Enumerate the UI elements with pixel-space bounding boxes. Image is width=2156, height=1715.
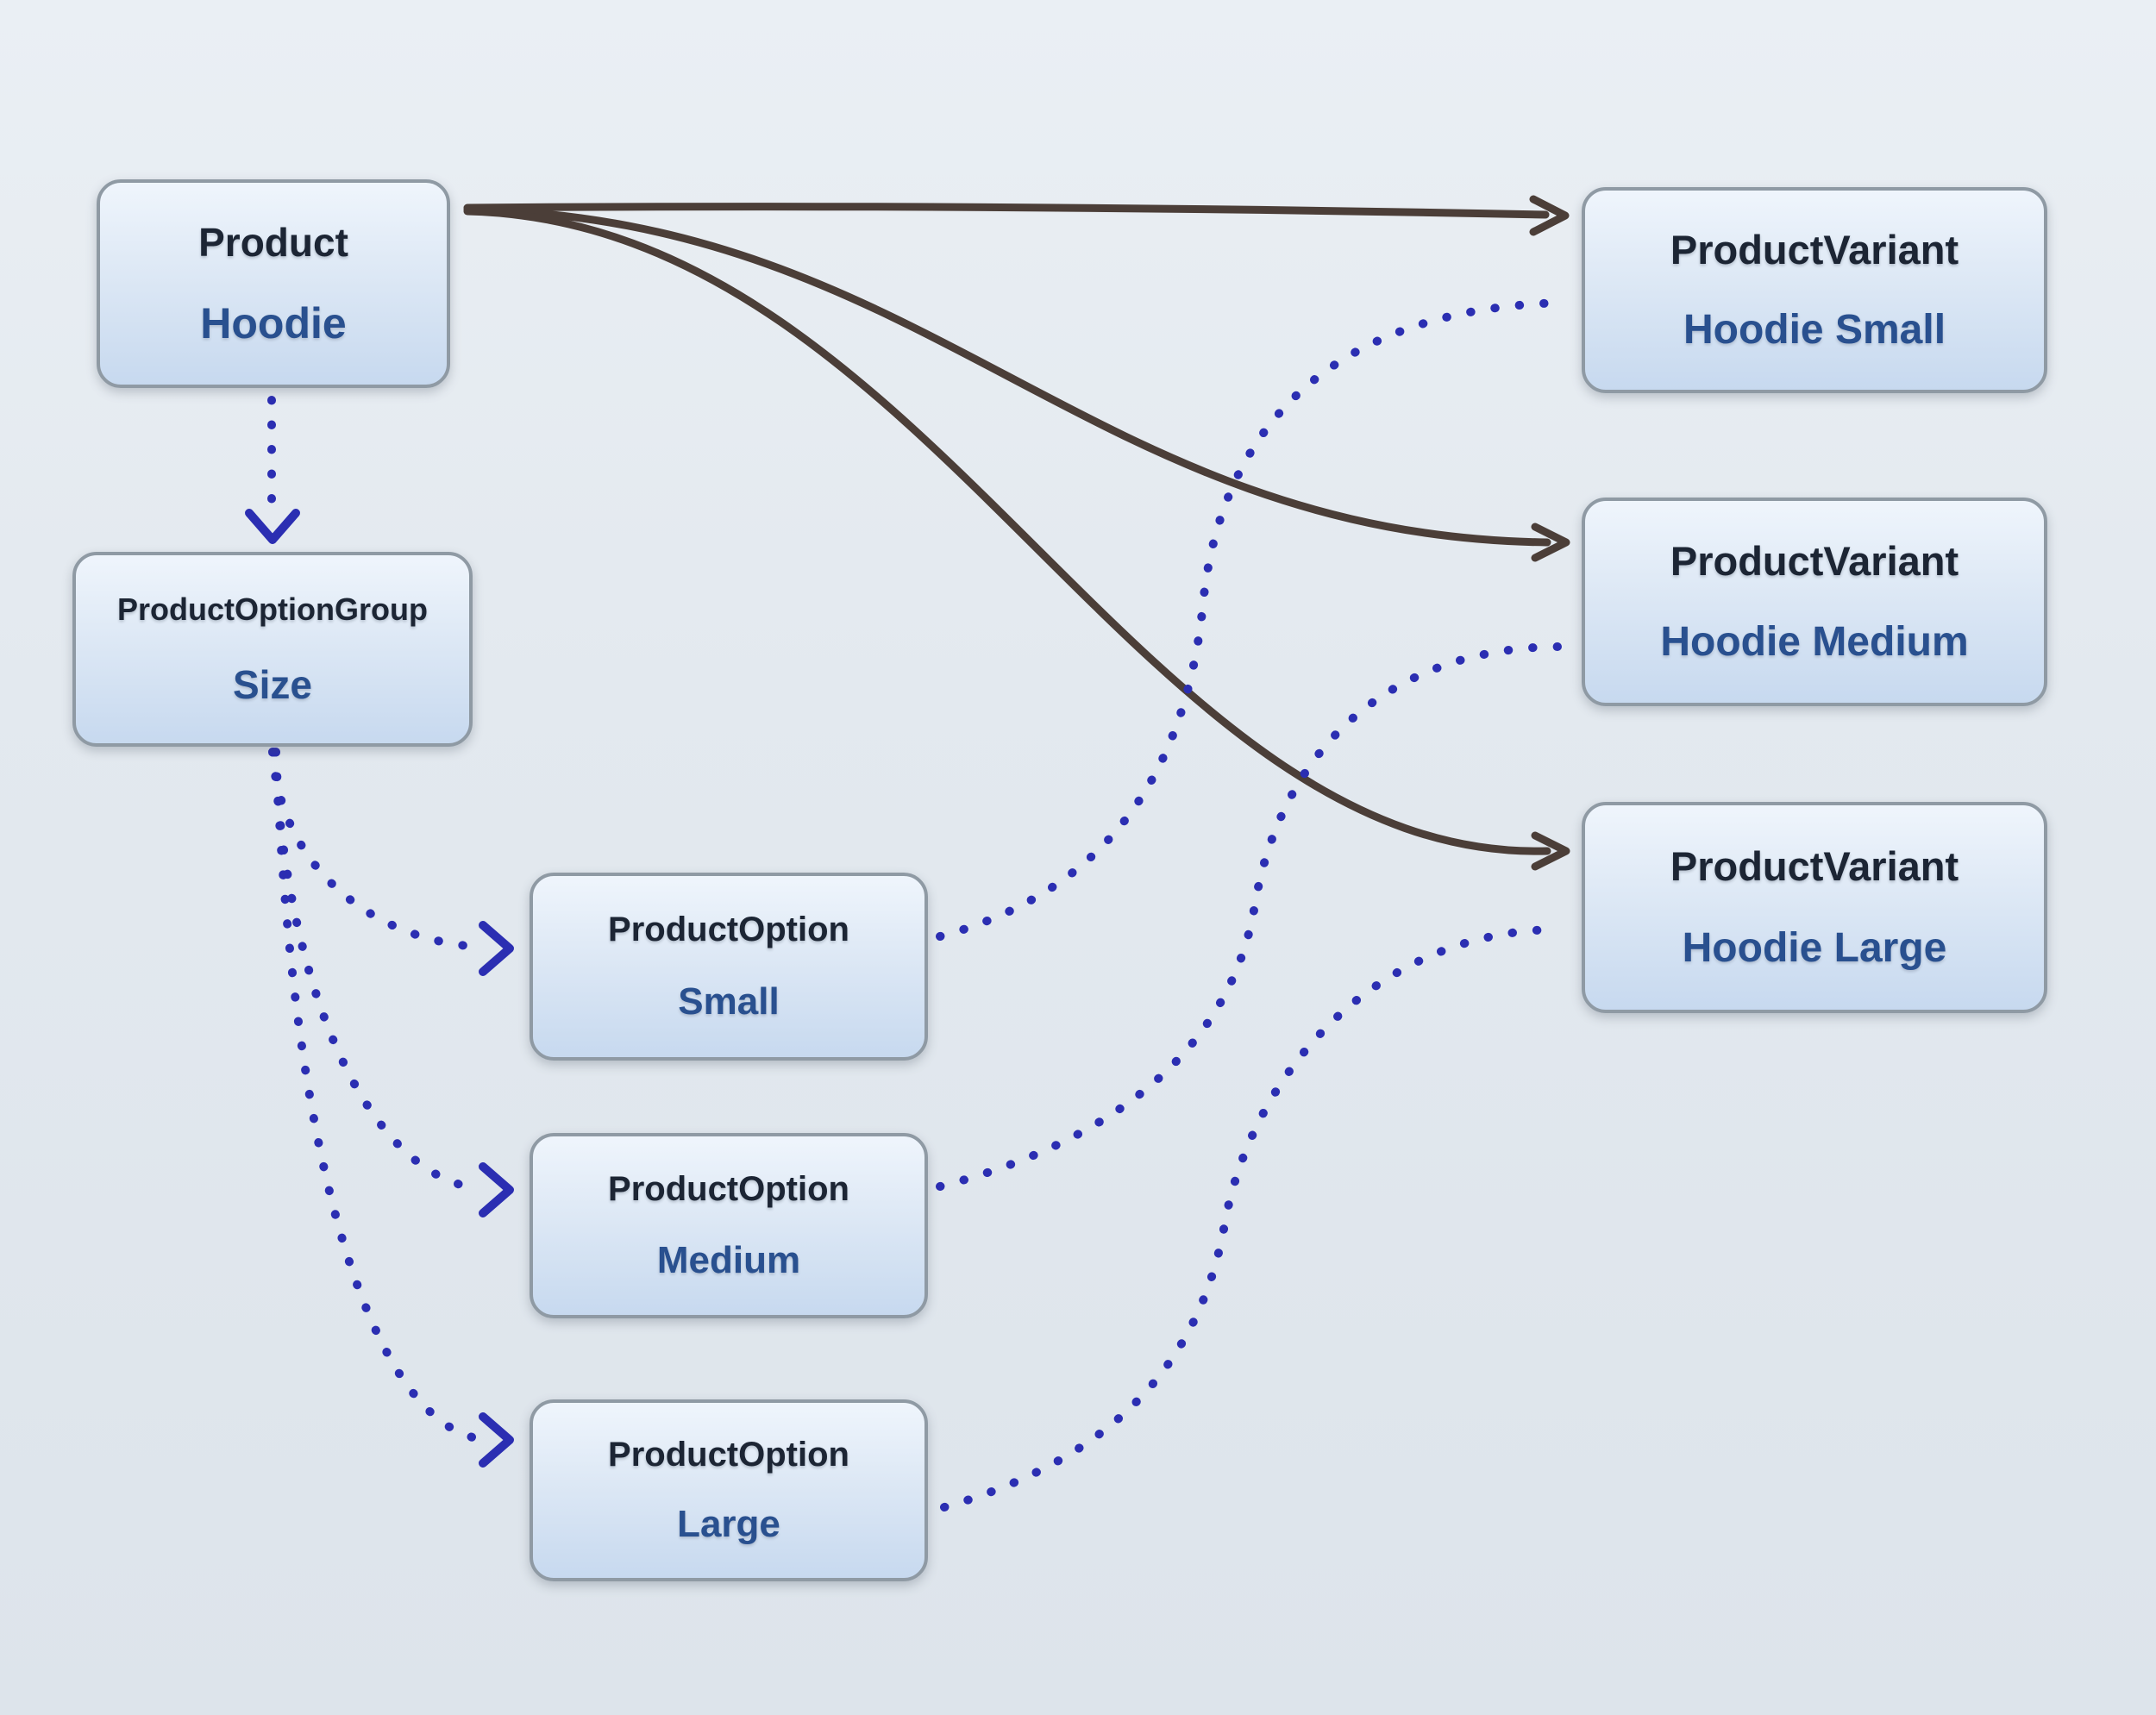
arrowhead-option-medium <box>479 1162 514 1217</box>
node-variant-hoodie-small: ProductVariant Hoodie Small <box>1582 187 2047 393</box>
node-option-large: ProductOption Large <box>530 1399 928 1581</box>
arrowhead-option-group <box>245 509 300 544</box>
node-variant-large-name: Hoodie Large <box>1682 924 1947 971</box>
node-product: Product Hoodie <box>97 179 450 388</box>
node-variant-hoodie-large: ProductVariant Hoodie Large <box>1582 802 2047 1013</box>
node-option-medium: ProductOption Medium <box>530 1133 928 1318</box>
node-variant-small-name: Hoodie Small <box>1683 306 1946 353</box>
node-option-large-type: ProductOption <box>608 1435 849 1474</box>
node-group-type: ProductOptionGroup <box>117 591 428 628</box>
node-group-name: Size <box>232 661 313 707</box>
arrowhead-option-small <box>479 921 514 976</box>
node-product-option-group: ProductOptionGroup Size <box>72 552 473 747</box>
edge-option-small-to-variant-small <box>936 298 1567 941</box>
node-option-medium-type: ProductOption <box>608 1170 849 1208</box>
node-variant-large-type: ProductVariant <box>1670 843 1959 890</box>
edge-product-to-variant-small <box>463 203 1550 219</box>
edge-group-to-option-medium <box>270 748 480 1192</box>
edge-option-large-to-variant-large <box>940 925 1558 1512</box>
node-variant-medium-type: ProductVariant <box>1670 538 1959 585</box>
node-option-small: ProductOption Small <box>530 873 928 1061</box>
node-product-name: Hoodie <box>200 299 347 347</box>
edge-group-to-option-large <box>272 748 480 1443</box>
node-option-small-name: Small <box>678 980 780 1023</box>
arrowhead-variant-small <box>1529 195 1570 236</box>
edge-group-to-option-small <box>268 748 480 951</box>
node-product-type: Product <box>198 220 348 265</box>
arrowhead-variant-medium <box>1531 523 1570 562</box>
node-variant-medium-name: Hoodie Medium <box>1660 618 1969 665</box>
arrowhead-option-large <box>479 1412 514 1468</box>
node-option-medium-name: Medium <box>656 1239 801 1281</box>
node-variant-small-type: ProductVariant <box>1670 227 1959 273</box>
arrowhead-variant-large <box>1531 831 1570 871</box>
node-option-large-name: Large <box>677 1503 780 1546</box>
edge-product-to-variant-large <box>463 207 1551 855</box>
node-option-small-type: ProductOption <box>608 911 849 948</box>
node-variant-hoodie-medium: ProductVariant Hoodie Medium <box>1582 498 2047 706</box>
edge-option-medium-to-variant-medium <box>936 642 1562 1191</box>
edge-product-to-variant-medium <box>463 205 1551 547</box>
